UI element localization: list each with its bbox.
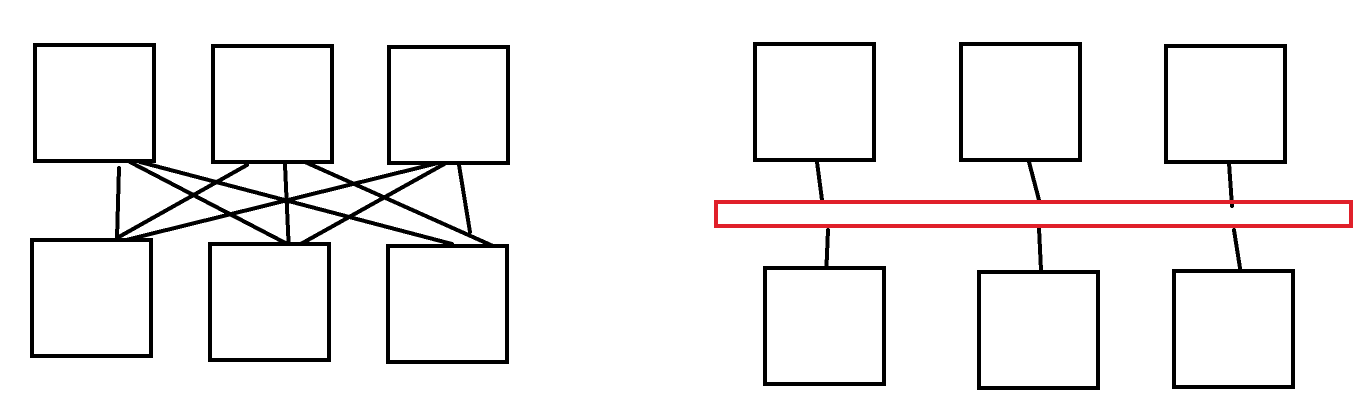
node-box xyxy=(959,42,1082,162)
node-box xyxy=(1172,269,1295,389)
connection-line xyxy=(1027,160,1041,202)
right-panel xyxy=(714,42,1353,390)
connection-line xyxy=(128,160,297,250)
node-box xyxy=(208,242,331,362)
node-box xyxy=(977,270,1100,390)
node-box xyxy=(763,266,886,386)
connection-line xyxy=(1232,228,1242,270)
node-box xyxy=(753,42,876,162)
bus-bar xyxy=(714,200,1353,228)
node-box xyxy=(30,238,153,358)
connection-line xyxy=(283,163,291,254)
connection-line xyxy=(815,160,824,202)
connection-line xyxy=(1227,161,1234,208)
left-panel xyxy=(30,43,510,364)
connection-line xyxy=(115,163,249,240)
node-box xyxy=(387,45,510,165)
node-box xyxy=(1164,44,1287,164)
connection-line xyxy=(115,166,121,240)
connection-line xyxy=(457,163,472,234)
node-box xyxy=(211,44,334,164)
left-connections xyxy=(115,160,495,254)
connection-line xyxy=(124,161,440,242)
connection-line xyxy=(1037,226,1043,272)
node-box xyxy=(33,43,156,163)
right-connections xyxy=(815,160,1242,280)
connection-line xyxy=(303,160,495,248)
connection-line xyxy=(138,160,454,246)
connection-line xyxy=(288,161,448,252)
node-box xyxy=(386,244,509,364)
